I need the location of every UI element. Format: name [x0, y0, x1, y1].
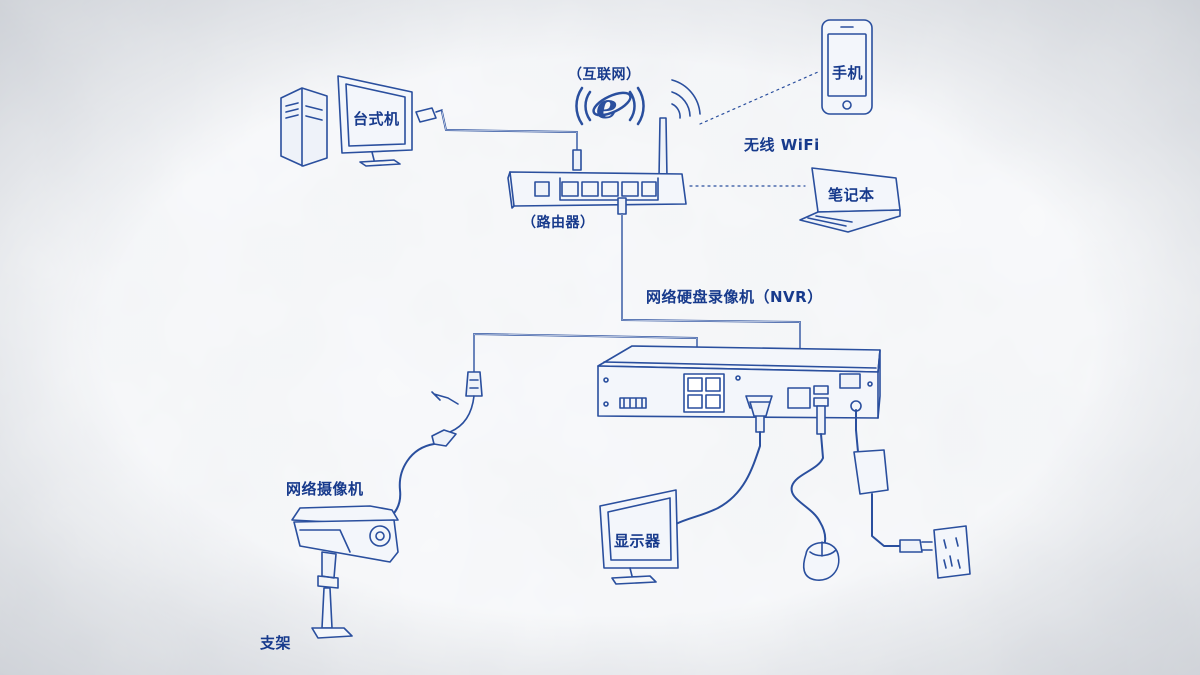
nvr-side	[877, 349, 881, 419]
router-top-plug	[572, 149, 582, 171]
laptop-keyboard	[807, 215, 853, 227]
nvr-poe-block	[683, 373, 725, 413]
label-ip-camera: 网络摄像机	[286, 480, 364, 498]
socket-holes	[943, 537, 961, 569]
label-phone: 手机	[832, 64, 864, 82]
desktop-monitor-screen	[345, 83, 406, 147]
nvr-poe-port-2	[705, 377, 721, 392]
nvr-poe-port-4	[705, 394, 721, 409]
label-internet: （互联网）	[568, 67, 641, 83]
camera-cable-splitter	[431, 429, 457, 447]
router-port-4	[621, 181, 639, 197]
signal-arc-right-1	[628, 90, 636, 122]
router-port-bracket	[559, 177, 659, 201]
router-wifi-wave-2	[671, 91, 691, 117]
laptop	[799, 167, 901, 233]
signal-arc-left-1	[584, 90, 592, 122]
wireless-link-phone	[699, 71, 819, 125]
camera-lens-center	[375, 531, 385, 541]
wall-socket	[933, 525, 971, 579]
nvr-screw-3	[867, 381, 873, 387]
signal-arc-right-2	[636, 86, 645, 126]
camera-power-lead	[431, 391, 459, 405]
label-router: （路由器）	[522, 215, 595, 231]
label-laptop: 笔记本	[828, 186, 875, 204]
camera-rj45-coupler	[465, 371, 483, 397]
desktop-monitor-stand	[359, 151, 401, 167]
router-wan-port	[641, 181, 657, 197]
bracket-pole	[321, 587, 333, 629]
label-wifi: 无线 WiFi	[744, 136, 820, 154]
pc-tower-vents	[285, 102, 323, 121]
camera-housing-line	[299, 529, 351, 553]
pc-tower	[280, 87, 328, 167]
phone-screen	[827, 33, 867, 97]
display-monitor	[599, 489, 679, 585]
label-monitor: 显示器	[614, 532, 661, 550]
bracket-base	[311, 627, 353, 639]
nvr-recorder	[597, 345, 881, 419]
nvr-screw-1	[603, 377, 609, 383]
camera-cable-upper	[449, 395, 475, 433]
ie-orbit-ring	[592, 91, 632, 117]
power-adapter-body	[853, 449, 889, 495]
nvr-screw-2	[603, 401, 609, 407]
router-bottom-plug	[617, 197, 627, 215]
label-desktop: 台式机	[353, 110, 400, 128]
monitor-stand	[611, 567, 657, 585]
router-port-3	[601, 181, 619, 197]
mouse-buttons	[809, 541, 837, 557]
router	[507, 79, 701, 209]
cable-vga-monitor	[675, 431, 761, 525]
nvr-poe-port-3	[687, 394, 703, 409]
desktop-computer	[280, 75, 443, 167]
nvr-top-ridge	[603, 361, 877, 369]
label-bracket: 支架	[260, 634, 292, 652]
smartphone	[821, 19, 873, 115]
camera-lens-cap	[369, 525, 391, 547]
power-adapter-cable	[871, 493, 901, 547]
router-front-edge	[507, 171, 515, 209]
router-wifi-wave-3	[671, 79, 701, 115]
desktop-cable-plug	[415, 107, 443, 123]
phone-body	[821, 19, 873, 115]
cable-usb-mouse	[790, 433, 827, 547]
nvr-reset	[735, 375, 741, 381]
signal-arc-left-2	[575, 86, 584, 126]
nvr-power-switch	[839, 373, 861, 389]
router-port-2	[581, 181, 599, 197]
cable-desktop-router-inner	[441, 111, 578, 151]
phone-home-button	[842, 100, 852, 110]
socket-plate	[933, 525, 971, 579]
router-antenna	[658, 117, 668, 179]
ac-plug	[899, 539, 933, 553]
camera-mount-arm	[321, 551, 337, 579]
internet-icon: e	[575, 86, 645, 127]
nvr-body	[597, 365, 879, 419]
ie-e-glyph: e	[596, 87, 618, 127]
nvr-usb-1	[813, 385, 829, 395]
router-wifi-wave-1	[671, 103, 681, 119]
nvr-poe-port-1	[687, 377, 703, 392]
ip-camera	[291, 505, 399, 639]
mouse	[802, 541, 840, 581]
usb-plug	[816, 405, 826, 435]
nvr-io-terminal	[619, 397, 647, 409]
monitor-screen	[607, 497, 672, 561]
nvr-lan-port	[787, 387, 811, 409]
camera-mount-joint	[317, 575, 339, 589]
router-power-jack	[534, 181, 550, 197]
label-nvr: 网络硬盘录像机（NVR）	[646, 288, 823, 306]
router-port-1	[561, 181, 579, 197]
